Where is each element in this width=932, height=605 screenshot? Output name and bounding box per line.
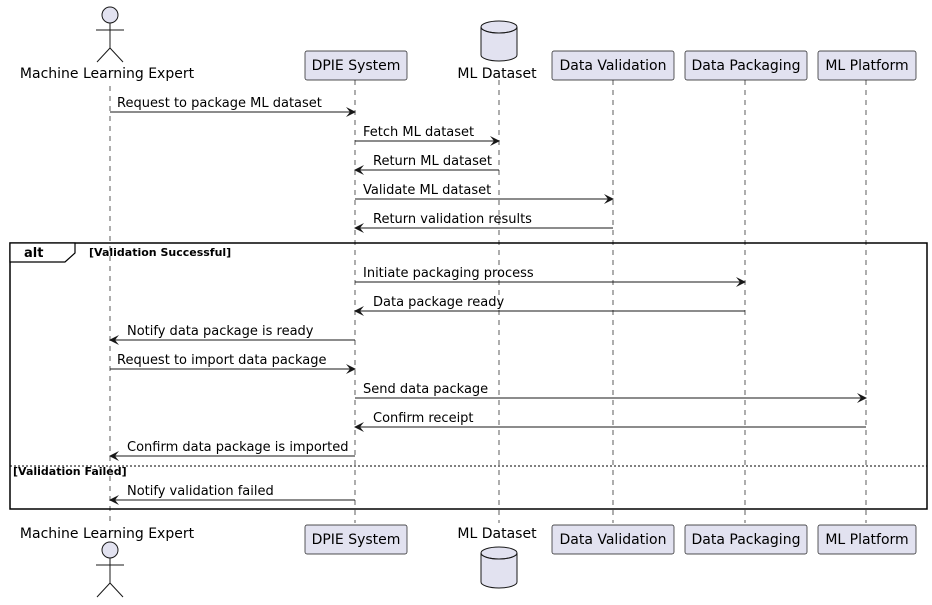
message-label-10: Send data package [363, 382, 488, 397]
messages: Request to package ML dataset Fetch ML d… [109, 96, 867, 505]
participant-label-ml-dataset: ML Dataset [457, 66, 537, 82]
participant-label-data-packaging: Data Packaging [692, 532, 801, 548]
participant-box-data-packaging [684, 50, 808, 81]
message-label-2: Fetch ML dataset [363, 125, 474, 140]
message-label-8: Notify data package is ready [127, 324, 314, 339]
message-label-5: Return validation results [373, 212, 532, 227]
participant-box-ml-platform [817, 50, 917, 81]
participant-box-data-validation [551, 50, 675, 81]
message-label-6: Initiate packaging process [363, 266, 534, 281]
message-label-3: Return ML dataset [373, 154, 492, 169]
alt-guard-failed: [Validation Failed] [13, 465, 127, 478]
message-label-1: Request to package ML dataset [117, 96, 322, 111]
participant-box-data-packaging [684, 524, 808, 555]
participant-label-ml-dataset: ML Dataset [457, 526, 537, 542]
participant-label-data-validation: Data Validation [559, 58, 666, 74]
alt-guard-success: [Validation Successful] [89, 246, 231, 259]
participant-label-ml-platform: ML Platform [825, 532, 908, 548]
message-label-4: Validate ML dataset [363, 183, 491, 198]
participant-label-ml-expert: Machine Learning Expert [20, 66, 195, 82]
message-label-11: Confirm receipt [373, 411, 474, 426]
participant-box-ml-platform [817, 524, 917, 555]
participant-label-dpie-system: DPIE System [312, 532, 401, 548]
message-label-9: Request to import data package [117, 353, 326, 368]
lifelines [109, 80, 867, 523]
participant-label-data-packaging: Data Packaging [692, 58, 801, 74]
alt-fragment: alt [Validation Successful] [Validation … [9, 242, 928, 510]
participants-top: Machine Learning Expert DPIE System ML D… [20, 6, 917, 82]
participant-box-dpie-system [304, 50, 408, 81]
database-icon [480, 546, 518, 589]
participant-box-data-validation [551, 524, 675, 555]
alt-keyword: alt [24, 246, 43, 261]
actor-icon [96, 541, 124, 598]
participant-label-data-validation: Data Validation [559, 532, 666, 548]
participant-box-dpie-system [304, 524, 408, 555]
actor-icon [96, 6, 124, 63]
message-label-12: Confirm data package is imported [127, 440, 349, 455]
participant-label-dpie-system: DPIE System [312, 58, 401, 74]
database-icon [480, 20, 518, 62]
participants-bottom: Machine Learning Expert DPIE System ML D… [20, 524, 917, 598]
participant-label-ml-expert: Machine Learning Expert [20, 526, 195, 542]
participant-label-ml-platform: ML Platform [825, 58, 908, 74]
message-label-13: Notify validation failed [127, 484, 274, 499]
message-label-7: Data package ready [373, 295, 504, 310]
alt-label-tab [9, 242, 76, 263]
alt-frame [9, 242, 928, 510]
